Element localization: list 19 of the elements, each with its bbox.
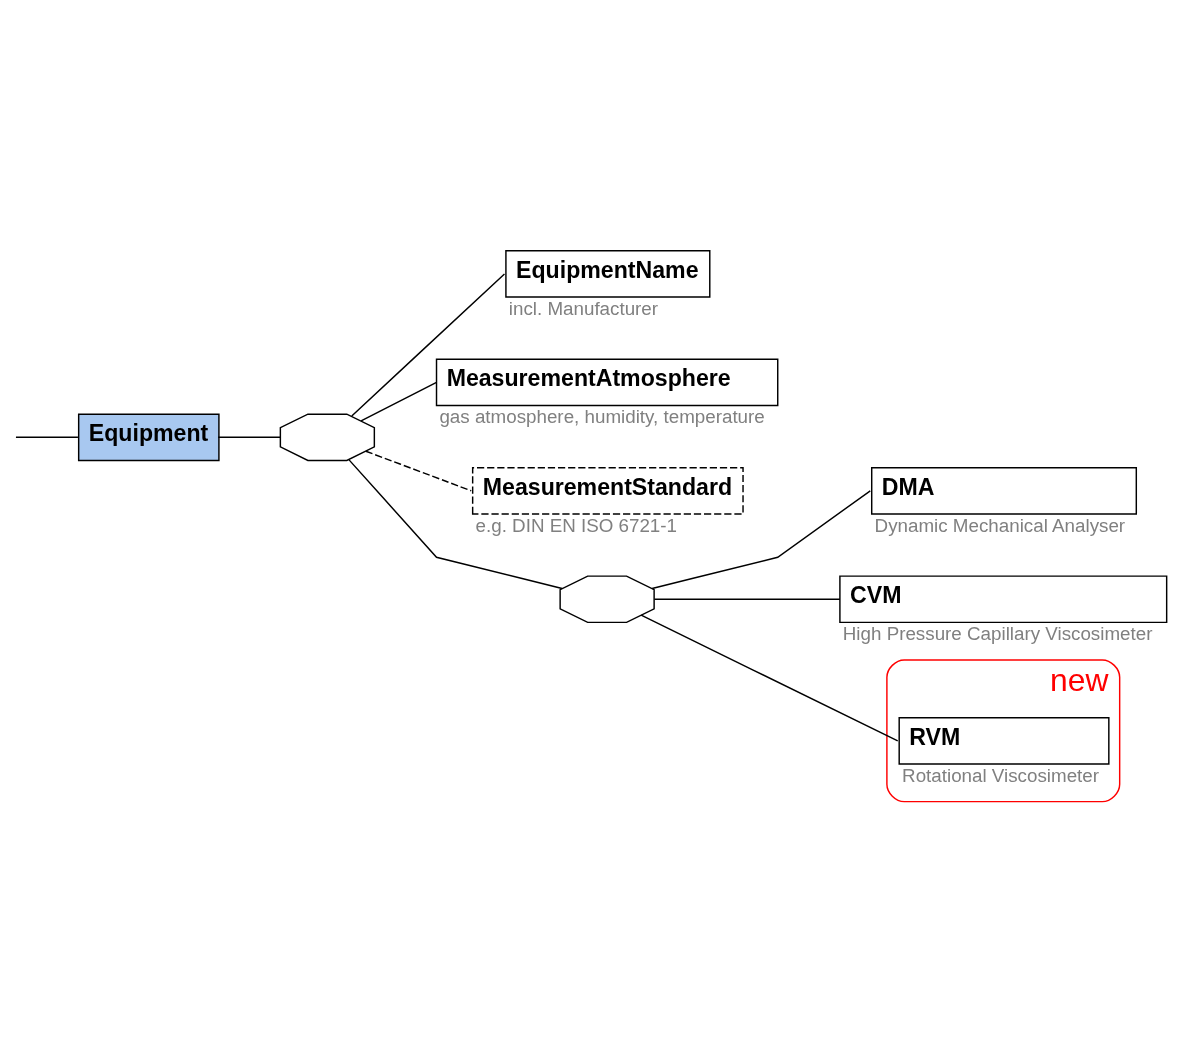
connector xyxy=(15,436,79,439)
node-label: gas atmosphere, humidity, temperature xyxy=(439,406,765,428)
node-label: High Pressure Capillary Viscosimeter xyxy=(842,623,1153,645)
node-label: incl. Manufacturer xyxy=(508,297,659,319)
node-octagon xyxy=(279,413,376,462)
connector xyxy=(653,598,841,600)
node-label: e.g. DIN EN ISO 6721-1 xyxy=(475,514,678,536)
node-label: Rotational Viscosimeter xyxy=(902,764,1100,786)
connector xyxy=(351,273,506,417)
node-octagon xyxy=(559,575,655,624)
connector xyxy=(360,381,438,422)
connector xyxy=(651,490,871,590)
connector xyxy=(640,614,899,742)
connector xyxy=(365,450,472,492)
node-label: new xyxy=(1050,662,1109,699)
connector xyxy=(217,436,281,439)
node-label: Dynamic Mechanical Analyser xyxy=(874,514,1126,536)
connector xyxy=(348,459,563,590)
cluster xyxy=(886,659,1121,803)
